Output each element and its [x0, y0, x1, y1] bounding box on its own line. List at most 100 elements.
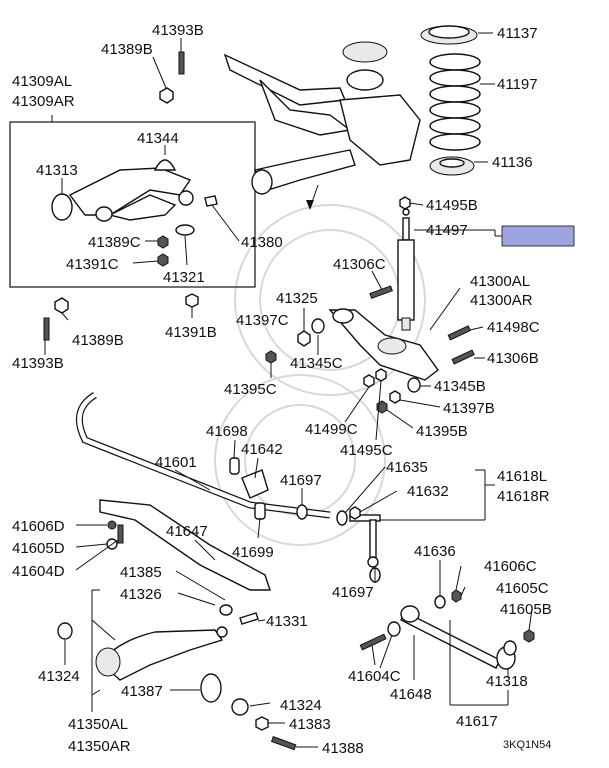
watermark-emblem [214, 204, 426, 546]
nut-41389C[interactable] [157, 235, 169, 249]
label-41605B: 41605B [500, 601, 552, 618]
nut-41499C[interactable] [363, 374, 375, 388]
label-41300AR: 41300AR [470, 292, 533, 309]
bracket-41647[interactable] [99, 499, 271, 591]
label-41387: 41387 [121, 683, 163, 700]
label-41648: 41648 [390, 686, 432, 703]
upper-arm-part[interactable] [51, 167, 194, 222]
label-41605D: 41605D [12, 540, 65, 557]
label-41380: 41380 [241, 234, 283, 251]
label-41383: 41383 [289, 716, 331, 733]
trailing-link-41617[interactable] [400, 605, 516, 670]
bolt-41604C[interactable] [359, 633, 387, 651]
label-41350AR: 41350AR [68, 738, 131, 755]
label-41313: 41313 [36, 162, 78, 179]
rubber-bushing-41321[interactable] [175, 224, 195, 236]
bushing-41326[interactable] [219, 604, 233, 616]
label-41495C: 41495C [340, 442, 393, 459]
label-41136: 41136 [492, 154, 533, 171]
label-41397B: 41397B [443, 400, 495, 417]
part-labels: 41393B 41389B 41309AL 41309AR 41344 4131… [12, 22, 552, 757]
bolt-41604D[interactable] [117, 524, 124, 544]
stabilizer-link-41618[interactable] [349, 514, 381, 568]
nut-41395C[interactable] [265, 350, 277, 364]
bump-stopper-cap[interactable] [153, 159, 177, 171]
washer-41345C[interactable] [311, 318, 325, 334]
bushing-41635[interactable] [336, 510, 348, 526]
nut-41389B-top[interactable] [159, 87, 174, 104]
label-41306B: 41306B [487, 350, 539, 367]
clip-41331[interactable] [239, 612, 259, 625]
nut-41632[interactable] [349, 506, 361, 520]
coil-spring-41197[interactable] [429, 53, 481, 151]
nut-41391C[interactable] [157, 253, 169, 267]
lower-rear-arm-41350[interactable] [95, 626, 228, 703]
bolt-41498C[interactable] [447, 325, 471, 341]
label-41388: 41388 [322, 740, 364, 757]
nut-41397B[interactable] [389, 390, 401, 404]
nut-41383[interactable] [255, 716, 269, 731]
label-41306C: 41306C [333, 256, 386, 273]
nut-41389B-bot[interactable] [54, 297, 69, 314]
nut-41606D[interactable] [107, 520, 117, 530]
label-41321: 41321 [163, 269, 205, 286]
label-41632: 41632 [407, 483, 449, 500]
bolt-41388[interactable] [270, 736, 297, 751]
nut-41397C[interactable] [297, 330, 311, 347]
washer-41648[interactable] [387, 621, 401, 637]
label-41345C: 41345C [290, 355, 343, 372]
label-41389B-bot: 41389B [72, 332, 124, 349]
label-41697-a: 41697 [280, 472, 322, 489]
bushing-41698[interactable] [229, 457, 240, 475]
nut-41495B[interactable] [399, 196, 411, 210]
bushing-41699[interactable] [254, 502, 266, 520]
bolt-41393B-top[interactable] [178, 51, 185, 75]
shock-absorber-41497[interactable] [397, 199, 415, 331]
label-41606C: 41606C [484, 558, 537, 575]
label-41395B: 41395B [416, 423, 468, 440]
label-41498C: 41498C [487, 319, 540, 336]
nut-41606C[interactable] [451, 589, 462, 603]
label-41324-a: 41324 [38, 668, 80, 685]
label-41391B: 41391B [165, 324, 217, 341]
spring-upper-seat-41137[interactable] [420, 25, 478, 45]
label-41344: 41344 [137, 130, 179, 147]
label-41385: 41385 [120, 564, 162, 581]
washer-41324-b[interactable] [231, 698, 249, 716]
label-41309AR: 41309AR [12, 93, 75, 110]
highlight-box [501, 225, 575, 247]
label-41605C: 41605C [496, 580, 549, 597]
bolt-41306C[interactable] [369, 285, 393, 299]
label-41699: 41699 [232, 544, 274, 561]
label-41618L: 41618L [497, 468, 547, 485]
bolt-41306B[interactable] [451, 349, 475, 365]
bushing-41318[interactable] [503, 640, 517, 656]
washer-41345B[interactable] [407, 377, 421, 393]
label-41499C: 41499C [305, 421, 358, 438]
clip-41380[interactable] [204, 195, 218, 207]
label-41345B: 41345B [434, 378, 486, 395]
stabilizer-bar-41601[interactable] [75, 391, 331, 519]
label-41397C: 41397C [236, 312, 289, 329]
label-41395C: 41395C [224, 381, 277, 398]
leader-lines [44, 32, 533, 748]
label-41300AL: 41300AL [470, 273, 530, 290]
label-41197: 41197 [497, 76, 538, 93]
label-41647: 41647 [166, 523, 208, 540]
nut-41605B[interactable] [523, 629, 535, 643]
washer-41324-a[interactable] [57, 622, 73, 640]
label-41604D: 41604D [12, 563, 65, 580]
label-41698: 41698 [206, 423, 248, 440]
nut-41495C[interactable] [375, 368, 387, 382]
bolt-41393B-bot[interactable] [43, 317, 50, 341]
spring-lower-seat-41136[interactable] [429, 156, 475, 176]
lower-arm-41300[interactable] [328, 308, 439, 381]
label-41137: 41137 [497, 25, 538, 42]
label-41635: 41635 [386, 459, 428, 476]
nut-41391B[interactable] [185, 293, 199, 308]
label-41697-b: 41697 [332, 584, 374, 601]
label-41601: 41601 [155, 454, 197, 471]
bushing-41697-a[interactable] [296, 504, 308, 520]
washer-41636[interactable] [434, 595, 446, 609]
